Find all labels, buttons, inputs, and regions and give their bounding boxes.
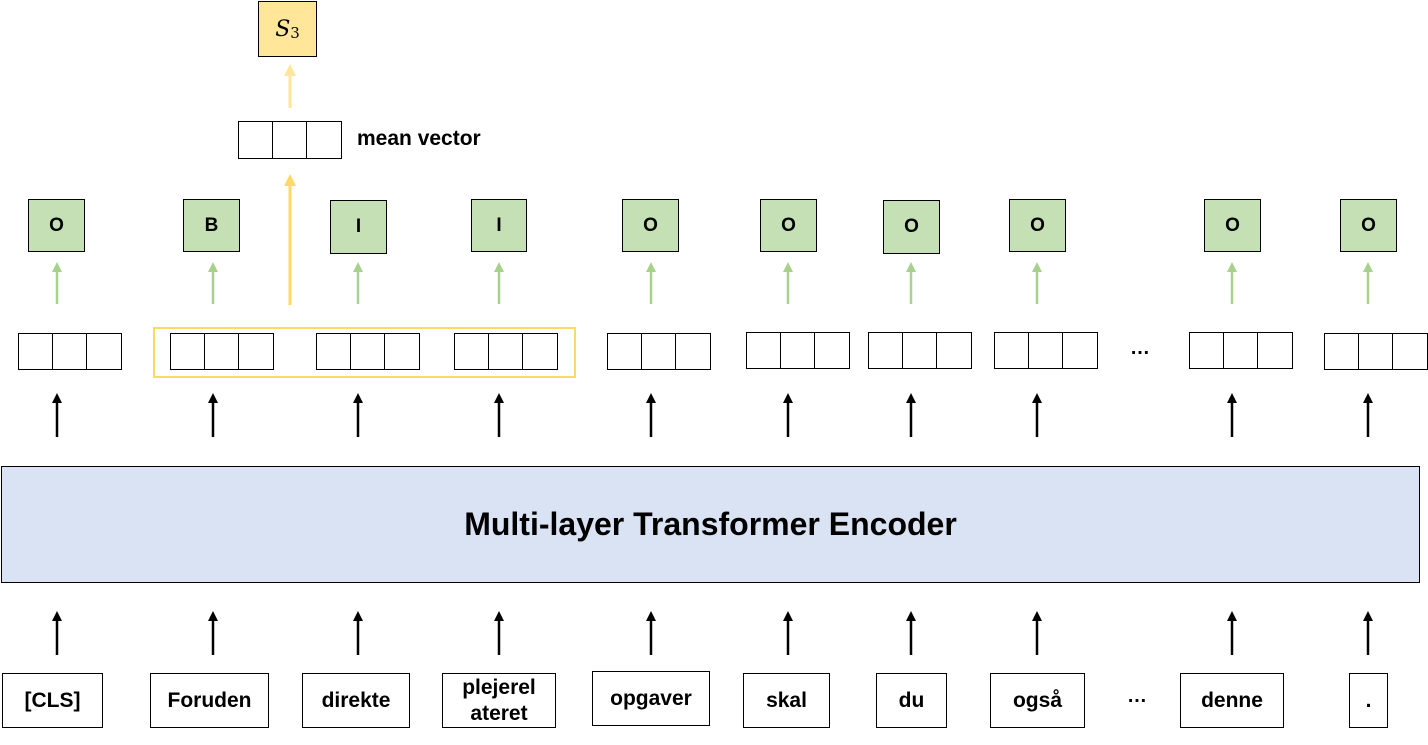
input-token-text: opgaver xyxy=(610,686,692,710)
bio-tag-text: O xyxy=(1225,214,1240,236)
input-token-text: . xyxy=(1365,688,1372,712)
embedding-cell xyxy=(994,332,1030,369)
mean-vector-cell xyxy=(306,121,342,159)
embedding-cell xyxy=(384,333,420,370)
bio-tag-text: O xyxy=(49,214,64,236)
mean-vector-cell xyxy=(238,121,274,159)
input-token: du xyxy=(876,673,947,728)
embedding-cell xyxy=(238,333,274,370)
input-token-text: plejerel ateret xyxy=(462,676,536,725)
input-token: . xyxy=(1349,673,1388,728)
bio-tag-text: B xyxy=(204,214,219,236)
embedding-cell xyxy=(204,333,240,370)
embedding-cell xyxy=(1392,333,1428,370)
bio-tag: O xyxy=(760,199,817,252)
bio-tag-text: O xyxy=(781,214,796,236)
embedding-cell xyxy=(316,333,352,370)
embedding-cell xyxy=(454,333,490,370)
embedding-cell xyxy=(350,333,386,370)
embedding-cell xyxy=(641,333,677,370)
input-token: Foruden xyxy=(150,673,269,728)
input-token: skal xyxy=(743,673,830,728)
bio-tag: I xyxy=(471,199,527,252)
embedding-cell xyxy=(1324,333,1360,370)
input-token: denne xyxy=(1180,673,1284,728)
input-token: direkte xyxy=(302,673,410,728)
embedding-cell xyxy=(607,333,643,370)
embedding-cell xyxy=(86,333,122,370)
bio-tag-text: I xyxy=(355,216,362,237)
embedding-cell xyxy=(1189,332,1225,369)
mean-vector xyxy=(238,121,342,159)
embedding-cell xyxy=(814,332,850,369)
embedding-cell xyxy=(170,333,206,370)
bio-tag-text: I xyxy=(496,214,502,236)
embedding-cell xyxy=(868,332,904,369)
mean-vector-label: mean vector xyxy=(357,127,481,150)
input-token-text: direkte xyxy=(321,688,391,712)
bio-tag: O xyxy=(883,200,940,254)
input-token-text: Foruden xyxy=(167,688,252,712)
input-token: plejerel ateret xyxy=(442,673,556,728)
bio-tag: B xyxy=(183,199,240,252)
token-ellipsis: … xyxy=(1127,685,1147,707)
bio-tag: O xyxy=(28,199,85,252)
input-token: også xyxy=(990,673,1085,728)
bio-tag: O xyxy=(622,199,679,252)
bio-tag-text: O xyxy=(1030,214,1045,236)
bio-tag: O xyxy=(1009,199,1066,252)
encoder-label: Multi-layer Transformer Encoder xyxy=(464,506,957,542)
bio-tag: O xyxy=(1204,199,1261,252)
transformer-encoder: Multi-layer Transformer Encoder xyxy=(1,466,1420,583)
bio-tag: I xyxy=(330,200,387,254)
embedding-cell xyxy=(902,332,938,369)
bio-tag-text: O xyxy=(904,216,919,237)
span-output-symbol: S xyxy=(275,16,291,42)
mean-vector-cell xyxy=(272,121,308,159)
input-token: opgaver xyxy=(592,671,710,726)
input-token-text: denne xyxy=(1201,688,1263,712)
entity-span-highlight xyxy=(153,327,576,378)
embedding-cell xyxy=(1028,332,1064,369)
embedding-cell xyxy=(780,332,816,369)
bio-tag-text: O xyxy=(1361,214,1376,236)
embedding-cell xyxy=(1257,332,1293,369)
input-token-text: du xyxy=(898,688,925,712)
embedding-cell xyxy=(488,333,524,370)
input-token: [CLS] xyxy=(2,673,103,728)
embedding-cell xyxy=(1358,333,1394,370)
embedding-ellipsis: … xyxy=(1130,337,1150,359)
embedding-cell xyxy=(18,333,54,370)
embedding-cell xyxy=(675,333,711,370)
bio-tag-text: O xyxy=(643,214,658,236)
embedding-cell xyxy=(746,332,782,369)
span-output-subscript: 3 xyxy=(290,24,300,42)
embedding-cell xyxy=(1223,332,1259,369)
embedding-cell xyxy=(522,333,558,370)
embedding-cell xyxy=(936,332,972,369)
input-token-text: [CLS] xyxy=(24,688,81,712)
embedding-cell xyxy=(52,333,88,370)
embedding-cell xyxy=(1062,332,1098,369)
input-token-text: også xyxy=(1012,688,1062,712)
input-token-text: skal xyxy=(766,688,807,712)
bio-tag: O xyxy=(1340,199,1397,252)
